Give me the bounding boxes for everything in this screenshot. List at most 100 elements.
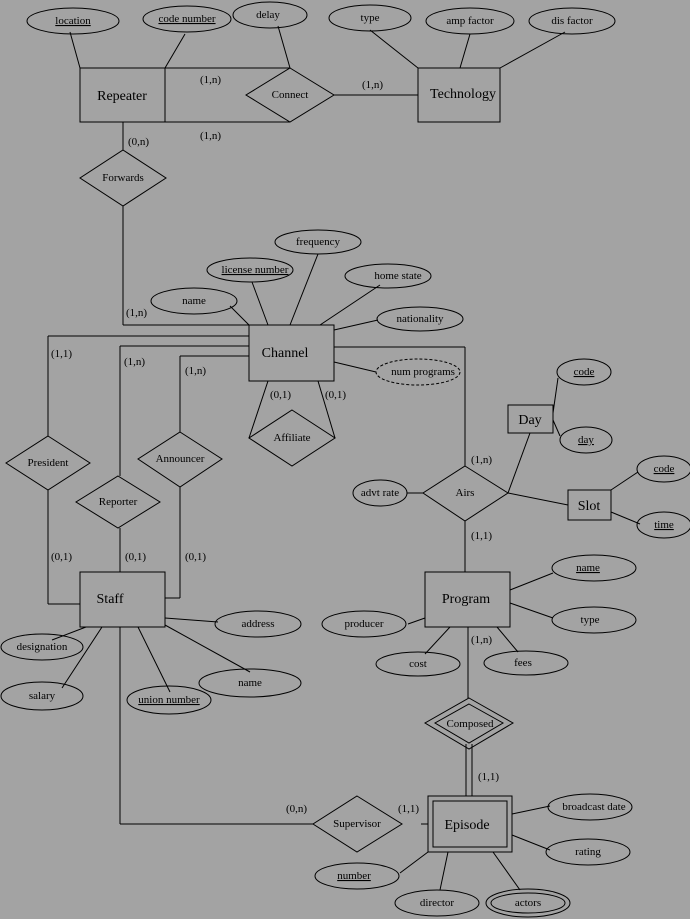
attribute-label: cost (409, 658, 427, 670)
attribute-label: union number (138, 694, 200, 706)
attribute-label: rating (575, 846, 601, 858)
cardinality-label: (0,1) (125, 551, 146, 563)
entity-channel: Channel (248, 324, 335, 382)
attribute-label: fees (514, 657, 532, 669)
attribute-rating: rating (545, 838, 631, 866)
relationship-label: Connect (272, 89, 309, 101)
attribute-label: number (337, 870, 371, 882)
entity-label: Day (518, 413, 541, 428)
cardinality-label: (1,n) (471, 634, 492, 646)
attribute-license-number: license number (206, 257, 294, 283)
cardinality-label: (1,1) (471, 530, 492, 542)
attribute-label: code number (158, 13, 215, 25)
attribute-label: broadcast date (562, 801, 625, 813)
attribute-label: home state (374, 270, 421, 282)
cardinality-label: (1,n) (471, 454, 492, 466)
attribute-label: actors (515, 897, 541, 909)
relationship-announcer: Announcer (137, 431, 223, 488)
relationship-composed: Composed (424, 697, 514, 750)
attribute-nationality: nationality (376, 306, 464, 332)
relationship-airs: Airs (422, 465, 509, 522)
attribute-label: producer (344, 618, 383, 630)
attribute-broadcast-date: broadcast date (547, 793, 633, 821)
cardinality-label: (1,1) (398, 803, 419, 815)
relationship-affiliate: Affiliate (248, 409, 336, 467)
attribute-label: code (654, 463, 675, 475)
entity-repeater: Repeater (79, 67, 166, 123)
entity-label: Repeater (97, 89, 147, 104)
attribute-label: dis factor (551, 15, 593, 27)
attribute-label: amp factor (446, 15, 494, 27)
attribute-label: delay (256, 9, 280, 21)
relationship-label: Composed (446, 718, 494, 730)
attribute-number: number (314, 862, 400, 890)
attribute-num-programs: num programs (375, 358, 461, 386)
cardinality-label: (1,1) (478, 771, 499, 783)
attribute-label: nationality (396, 313, 444, 325)
cardinality-label: (1,1) (51, 348, 72, 360)
attribute-program-name: name (551, 554, 637, 582)
attribute-label: director (420, 897, 455, 909)
attribute-day-day: day (559, 426, 613, 454)
attribute-dis-factor: dis factor (528, 7, 616, 35)
entity-program: Program (424, 571, 511, 628)
attribute-label: location (55, 15, 91, 27)
attribute-label: code (574, 366, 595, 378)
cardinality-label: (0,1) (51, 551, 72, 563)
attribute-fees: fees (483, 650, 569, 676)
attribute-label: license number (222, 264, 289, 276)
entity-day: Day (507, 404, 554, 434)
attribute-amp-factor: amp factor (425, 7, 515, 35)
cardinality-label: (1,n) (200, 74, 221, 86)
entity-label: Staff (97, 592, 124, 607)
attribute-label: name (182, 295, 206, 307)
attribute-delay: delay (232, 1, 308, 29)
attribute-label: num programs (391, 366, 455, 378)
attribute-label: time (654, 519, 674, 531)
attribute-program-type: type (551, 606, 637, 634)
cardinality-label: (1,n) (126, 307, 147, 319)
attribute-salary: salary (0, 681, 84, 711)
entity-label: Program (442, 592, 490, 607)
attribute-label: advt rate (361, 487, 399, 499)
attribute-label: name (238, 677, 262, 689)
relationship-connect: Connect (245, 67, 335, 123)
attribute-producer: producer (321, 610, 407, 638)
attribute-union-number: union number (126, 685, 212, 715)
attribute-location: location (26, 7, 120, 35)
entity-label: Technology (430, 87, 496, 102)
cardinality-label: (1,n) (362, 79, 383, 91)
attribute-label: type (361, 12, 380, 24)
cardinality-label: (0,1) (325, 389, 346, 401)
relationship-supervisor: Supervisor (312, 795, 403, 853)
attribute-home-state: home state (344, 263, 432, 289)
cardinality-label: (0,1) (270, 389, 291, 401)
attribute-director: director (394, 889, 480, 917)
relationship-president: President (5, 435, 91, 491)
attribute-staff-name: name (198, 668, 302, 698)
cardinality-label: (1,n) (185, 365, 206, 377)
attribute-channel-name: name (150, 287, 238, 315)
entity-slot: Slot (567, 489, 612, 521)
connector-lines (47, 25, 641, 891)
attribute-type-tech: type (328, 4, 412, 32)
entity-technology: Technology (417, 67, 501, 123)
attribute-slot-time: time (636, 511, 690, 539)
entity-label: Channel (262, 346, 309, 361)
attribute-label: day (578, 434, 594, 446)
entity-label: Episode (444, 818, 489, 833)
entity-episode: Episode (427, 795, 513, 853)
cardinality-label: (0,n) (286, 803, 307, 815)
attribute-frequency: frequency (274, 229, 362, 255)
entity-staff: Staff (79, 571, 166, 628)
cardinality-label: (0,n) (128, 136, 149, 148)
attribute-label: salary (29, 690, 56, 702)
attribute-label: name (576, 562, 600, 574)
attribute-address: address (214, 610, 302, 638)
relationship-label: Supervisor (333, 818, 381, 830)
attribute-code-number: code number (142, 5, 232, 33)
relationship-label: Announcer (156, 453, 205, 465)
attribute-label: designation (17, 641, 68, 653)
